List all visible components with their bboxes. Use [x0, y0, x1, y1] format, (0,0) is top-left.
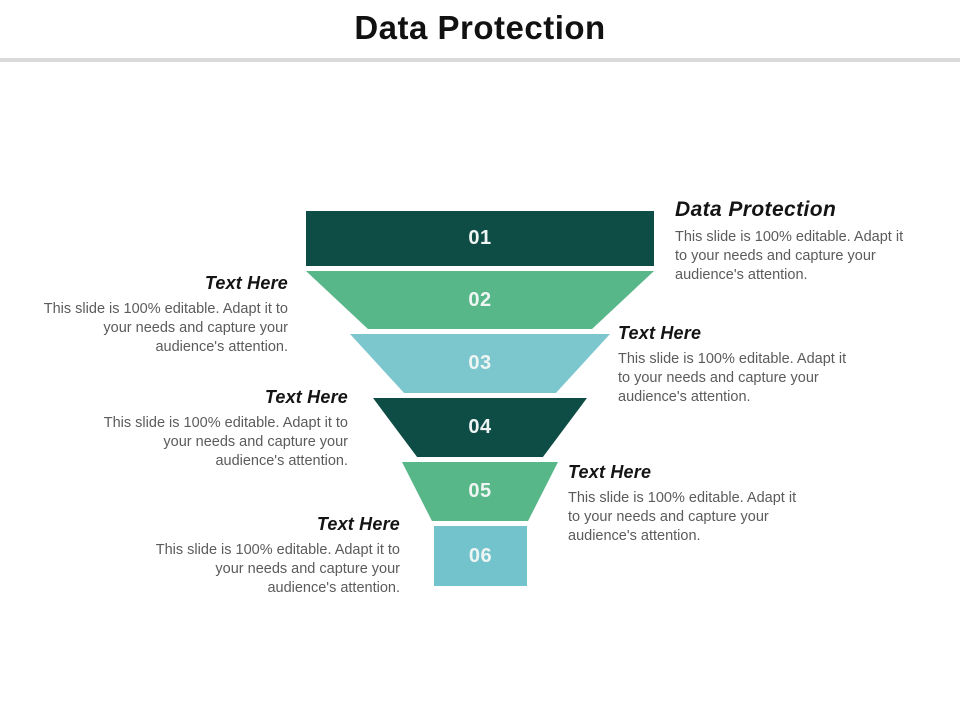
annotation-left-2: Text Here This slide is 100% editable. A… [100, 387, 348, 471]
annotation-heading: Data Protection [675, 198, 837, 221]
segment-number-label: 06 [468, 544, 493, 567]
annotation-right-1: Data Protection This slide is 100% edita… [675, 198, 915, 285]
annotation-right-2: Text Here This slide is 100% editable. A… [618, 323, 858, 407]
annotation-body: This slide is 100% editable. Adapt it to… [568, 490, 797, 544]
annotation-heading: Text Here [264, 387, 348, 407]
annotation-left-3: Text Here This slide is 100% editable. A… [152, 514, 400, 598]
annotation-body: This slide is 100% editable. Adapt it to… [675, 229, 904, 283]
segment-number-label: 05 [468, 480, 492, 502]
annotation-body: This slide is 100% editable. Adapt it to… [43, 301, 288, 355]
annotation-body: This slide is 100% editable. Adapt it to… [618, 351, 847, 405]
funnel-segment-02: 02 [306, 271, 654, 329]
annotation-left-1: Text Here This slide is 100% editable. A… [40, 273, 288, 357]
funnel-segment-05: 05 [402, 462, 558, 521]
slide-title: Data Protection [354, 9, 606, 46]
annotation-body: This slide is 100% editable. Adapt it to… [103, 415, 348, 469]
segment-number-label: 03 [468, 352, 492, 374]
annotation-body: This slide is 100% editable. Adapt it to… [155, 542, 400, 596]
segment-number-label: 01 [468, 227, 492, 249]
segment-number-label: 04 [468, 416, 492, 438]
annotation-heading: Text Here [204, 273, 288, 293]
annotation-heading: Text Here [316, 514, 400, 534]
funnel-segment-06: 06 [434, 526, 527, 586]
funnel-segment-04: 04 [373, 398, 587, 457]
annotation-right-3: Text Here This slide is 100% editable. A… [568, 462, 808, 546]
annotation-heading: Text Here [618, 323, 702, 343]
funnel-segment-01: 01 [306, 211, 654, 266]
title-divider [0, 58, 960, 62]
segment-number-label: 02 [468, 288, 492, 311]
annotation-heading: Text Here [568, 462, 652, 482]
funnel-segment-03: 03 [350, 334, 610, 393]
